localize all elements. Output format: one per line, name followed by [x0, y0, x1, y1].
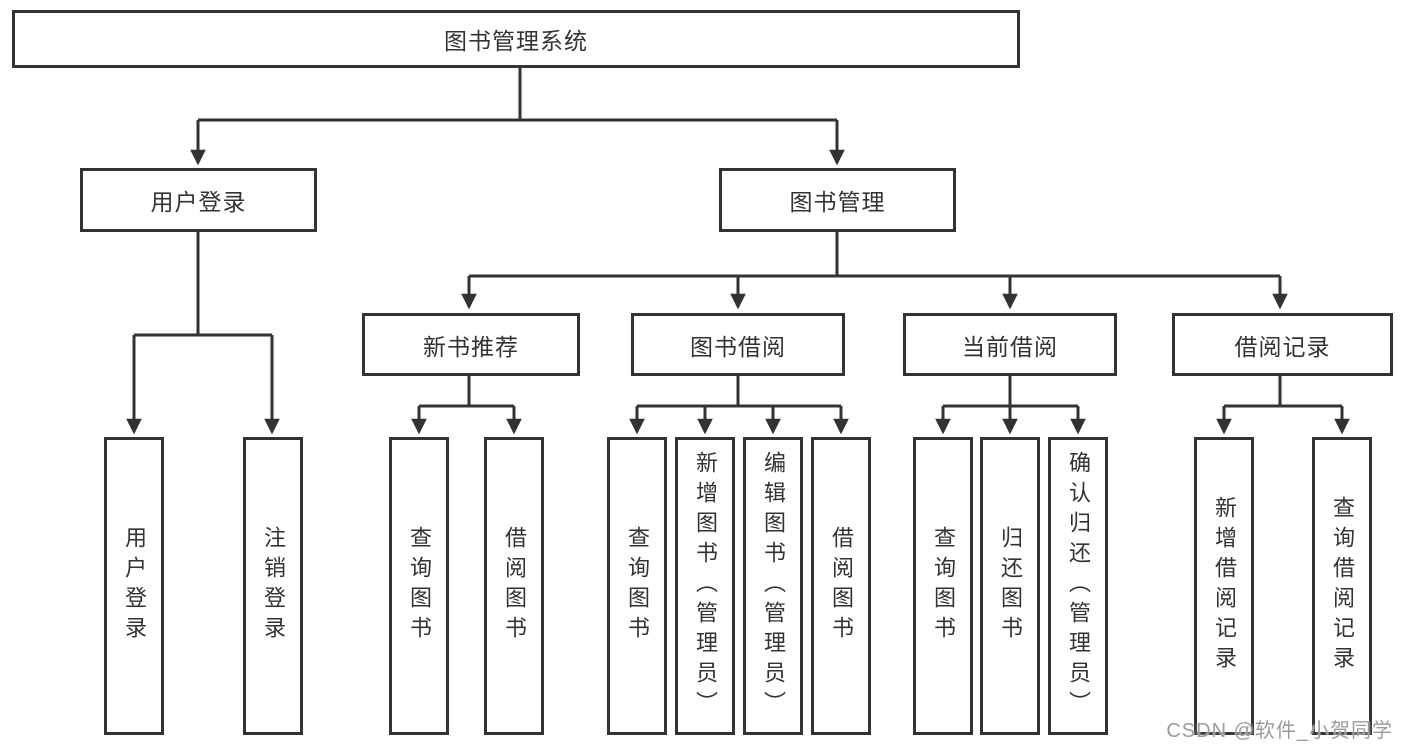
leaf-brec-add-record-label: 新增借阅记录	[1212, 496, 1237, 676]
leaf-brec-add-record: 新增借阅记录	[1194, 437, 1254, 735]
trunk-root	[198, 68, 837, 122]
node-borrow-records-label: 借阅记录	[1234, 333, 1331, 360]
leaf-cur-query-book: 查询图书	[913, 437, 973, 735]
node-book-borrow: 图书借阅	[631, 313, 845, 376]
node-current-borrow: 当前借阅	[903, 313, 1117, 376]
trunk-user-login	[134, 232, 272, 337]
node-library-system: 图书管理系统	[12, 10, 1020, 68]
leaf-bor-add-book: 新增图书（管理员）	[675, 437, 735, 735]
trunk-new-book-rec	[419, 376, 514, 408]
leaf-logout: 注销登录	[243, 437, 303, 735]
leaf-brec-query-record-label: 查询借阅记录	[1330, 496, 1355, 676]
leaf-bor-add-book-label: 新增图书（管理员）	[693, 451, 718, 721]
node-current-borrow-label: 当前借阅	[962, 333, 1058, 360]
node-borrow-records: 借阅记录	[1172, 313, 1393, 376]
trunk-book-borrow	[637, 376, 841, 408]
node-new-book-rec: 新书推荐	[362, 313, 580, 376]
leaf-bor-query-book: 查询图书	[607, 437, 667, 735]
leaf-rec-borrow-book-label: 借阅图书	[502, 526, 527, 646]
leaf-bor-query-book-label: 查询图书	[625, 526, 650, 646]
leaf-rec-query-book: 查询图书	[389, 437, 449, 735]
leaf-login: 用户登录	[104, 437, 164, 735]
leaf-rec-query-book-label: 查询图书	[407, 526, 432, 646]
leaf-bor-borrow-book: 借阅图书	[811, 437, 871, 735]
leaf-cur-confirm-return-label: 确认归还（管理员）	[1066, 451, 1091, 721]
leaf-bor-borrow-book-label: 借阅图书	[829, 526, 854, 646]
leaf-cur-return-book-label: 归还图书	[998, 526, 1023, 646]
leaf-cur-confirm-return: 确认归还（管理员）	[1048, 437, 1108, 735]
node-new-book-rec-label: 新书推荐	[423, 333, 519, 360]
trunk-current-borrow	[943, 376, 1078, 408]
node-book-mgmt: 图书管理	[719, 168, 956, 232]
node-library-system-label: 图书管理系统	[444, 28, 588, 54]
leaf-brec-query-record: 查询借阅记录	[1312, 437, 1372, 735]
node-user-login: 用户登录	[80, 168, 317, 232]
trunk-book-mgmt	[469, 232, 1280, 278]
trunk-borrow-records	[1224, 376, 1342, 408]
leaf-rec-borrow-book: 借阅图书	[484, 437, 544, 735]
leaf-bor-edit-book: 编辑图书（管理员）	[743, 437, 803, 735]
leaf-cur-return-book: 归还图书	[980, 437, 1040, 735]
node-book-borrow-label: 图书借阅	[690, 333, 786, 360]
leaf-cur-query-book-label: 查询图书	[931, 526, 956, 646]
csdn-watermark: CSDN @软件_小贺同学	[1166, 720, 1393, 742]
node-user-login-label: 用户登录	[150, 189, 247, 215]
leaf-logout-label: 注销登录	[261, 526, 286, 646]
node-book-mgmt-label: 图书管理	[789, 189, 886, 215]
leaf-bor-edit-book-label: 编辑图书（管理员）	[761, 451, 786, 721]
leaf-login-label: 用户登录	[122, 526, 147, 646]
